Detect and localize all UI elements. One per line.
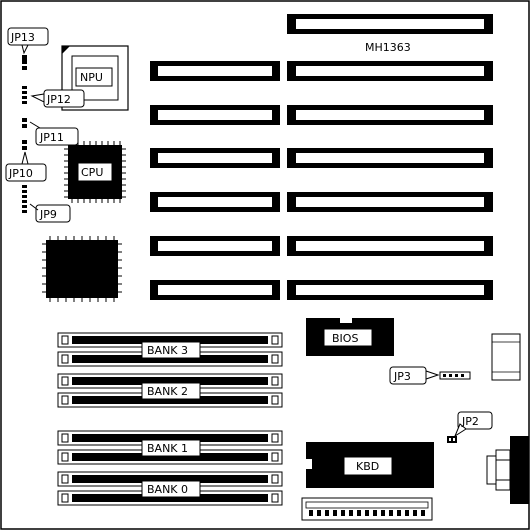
memory-banks: BANK 3 BANK 2 BANK 1 BANK 0 (57, 332, 283, 506)
simm-slot (57, 373, 283, 389)
npu-socket: NPU (61, 45, 129, 111)
bank1-label: BANK 1 (147, 442, 188, 455)
jp11-callout: JP11 (29, 121, 79, 146)
simm-slot (57, 392, 283, 408)
jp10-callout: JP10 (5, 151, 47, 182)
jp3-callout: JP3 (389, 366, 471, 385)
jp2-label: JP2 (461, 415, 479, 428)
cpu-chip: CPU (64, 141, 126, 203)
jp12-label: JP12 (46, 93, 71, 106)
bank2-label: BANK 2 (147, 385, 188, 398)
bios-chip: BIOS (306, 318, 394, 356)
bios-label: BIOS (332, 332, 358, 345)
expansion-slots (150, 14, 493, 300)
jp9-label: JP9 (39, 208, 57, 221)
chipset (42, 236, 122, 302)
simm-slot (57, 471, 283, 487)
jp11-label: JP11 (39, 131, 64, 144)
kbd-label: KBD (356, 460, 379, 473)
bank3-label: BANK 3 (147, 344, 188, 357)
jp3-label: JP3 (393, 370, 411, 383)
npu-label: NPU (80, 71, 103, 84)
power-connector (301, 497, 433, 521)
jp12-callout: JP12 (30, 89, 85, 108)
left-jumpers (22, 55, 27, 213)
kbd-chip: KBD (306, 442, 434, 488)
board-model-label: MH1363 (365, 41, 411, 54)
jp13-callout: JP13 (7, 27, 49, 55)
jp13-label: JP13 (10, 31, 35, 44)
cpu-label: CPU (81, 166, 103, 179)
simm-slot (57, 351, 283, 367)
jp2-callout: JP2 (447, 411, 493, 443)
jp10-label: JP10 (8, 167, 33, 180)
simm-slot (57, 490, 283, 506)
battery (491, 333, 521, 381)
keyboard-connector (486, 436, 529, 504)
bank0-label: BANK 0 (147, 483, 188, 496)
jp9-callout: JP9 (29, 203, 71, 223)
